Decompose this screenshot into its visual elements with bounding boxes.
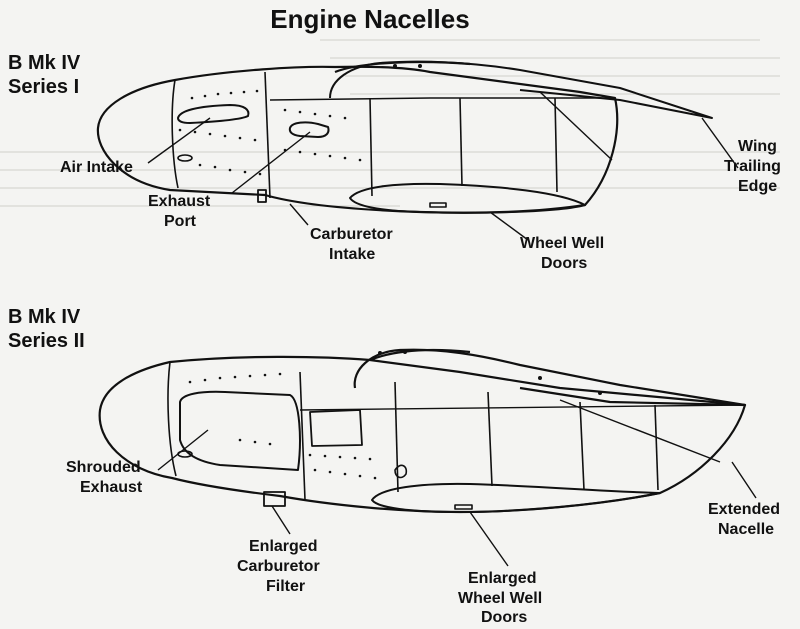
- label-carburetor-intake-line1: Carburetor: [310, 226, 393, 243]
- label-wing-trailing-edge-line3: Edge: [738, 178, 778, 195]
- label-extended-nacelle-line2: Nacelle: [718, 521, 775, 538]
- label-enlarged-carburetor-filter-line3: Filter: [266, 578, 306, 595]
- series2-model: B Mk IV: [8, 306, 81, 328]
- label-extended-nacelle-line1: Extended: [708, 501, 781, 518]
- label-wing-trailing-edge-line1: Wing: [738, 138, 777, 155]
- label-enlarged-wheel-well-doors-line1: Enlarged: [468, 570, 537, 587]
- label-exhaust-port-line1: Exhaust: [148, 193, 211, 210]
- label-enlarged-wheel-well-doors-line3: Doors: [481, 609, 528, 626]
- label-carburetor-intake-line2: Intake: [329, 246, 376, 263]
- label-shrouded-exhaust-line1: Shrouded: [66, 459, 141, 476]
- label-enlarged-carburetor-filter-line2: Carburetor: [237, 558, 320, 575]
- diagram-title: Engine Nacelles: [270, 4, 470, 34]
- bleed-through-lines: [0, 39, 780, 207]
- series1-nacelle: [96, 60, 739, 241]
- label-air-intake: Air Intake: [60, 159, 133, 176]
- label-wing-trailing-edge-line2: Trailing: [724, 158, 781, 175]
- label-enlarged-carburetor-filter-line1: Enlarged: [249, 538, 318, 555]
- label-wheel-well-doors-line1: Wheel Well: [520, 235, 605, 252]
- label-exhaust-port-line2: Port: [164, 213, 196, 230]
- label-shrouded-exhaust-line2: Exhaust: [80, 479, 143, 496]
- label-wheel-well-doors-line2: Doors: [541, 255, 588, 272]
- series2-series: Series II: [8, 330, 85, 352]
- series1-model: B Mk IV: [8, 52, 81, 74]
- series1-series: Series I: [8, 76, 80, 98]
- series2-nacelle: [98, 348, 757, 567]
- label-enlarged-wheel-well-doors-line2: Wheel Well: [458, 590, 543, 607]
